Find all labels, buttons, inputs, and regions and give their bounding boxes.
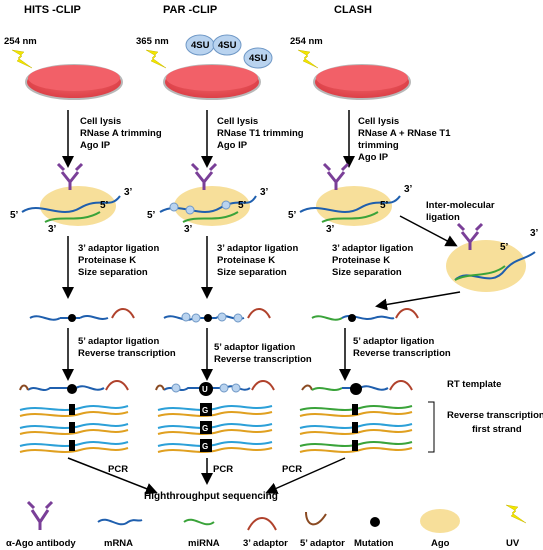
bracket bbox=[428, 401, 435, 453]
mrna-icon bbox=[97, 518, 143, 526]
step-intermolecular: Inter-molecular ligation bbox=[426, 200, 497, 223]
rna-fragment-hits bbox=[29, 308, 135, 322]
antibody-icon bbox=[26, 500, 54, 530]
svg-text:4SU: 4SU bbox=[191, 40, 210, 51]
glyph-u: U bbox=[202, 385, 208, 394]
step-clash-adaptor3: 3’ adaptor ligation Proteinase K Size se… bbox=[332, 243, 416, 278]
rna-fragment-clash bbox=[311, 308, 419, 322]
uv-bolt-icon bbox=[505, 504, 527, 524]
adaptor5-icon bbox=[305, 511, 327, 526]
ago-complex-ligated: 3’ 5’ bbox=[446, 222, 539, 292]
culture-dish-clash bbox=[313, 64, 411, 100]
antibody-icon bbox=[56, 162, 84, 190]
svg-text:Mutation: Mutation bbox=[354, 538, 394, 549]
adaptor3-icon bbox=[247, 517, 277, 531]
rt-block-clash bbox=[299, 380, 413, 453]
ago-complex-clash: 3’ 5’ 3’ 5’ bbox=[288, 162, 413, 235]
svg-text:mRNA: mRNA bbox=[104, 538, 133, 549]
svg-text:miRNA: miRNA bbox=[188, 538, 220, 549]
svg-text:Ago: Ago bbox=[431, 538, 450, 549]
4su-bubble: 4SU bbox=[185, 34, 215, 56]
svg-text:UV: UV bbox=[506, 538, 520, 549]
svg-text:5’: 5’ bbox=[500, 242, 509, 253]
svg-text:G: G bbox=[202, 406, 208, 415]
svg-text:5’ adaptor: 5’ adaptor bbox=[300, 538, 345, 549]
svg-text:G: G bbox=[202, 424, 208, 433]
step-hits-adaptor3: 3’ adaptor ligation Proteinase K Size se… bbox=[78, 243, 162, 278]
uv-label-par: 365 nm bbox=[136, 36, 169, 47]
header-clash: CLASH bbox=[334, 4, 372, 16]
step-hits-lysis: Cell lysis RNase A trimming Ago IP bbox=[80, 116, 164, 151]
rt-first-strand-label: Reverse transcription first strand bbox=[447, 410, 543, 435]
svg-text:5’: 5’ bbox=[100, 200, 109, 211]
ago-icon bbox=[420, 509, 460, 533]
4su-bubble: 4SU bbox=[243, 47, 273, 69]
svg-text:4SU: 4SU bbox=[249, 53, 268, 64]
svg-text:5’: 5’ bbox=[238, 200, 247, 211]
ago-complex-hits: 3’ 5’ 3’ 5’ bbox=[10, 162, 133, 235]
step-par-lysis: Cell lysis RNase T1 trimming Ago IP bbox=[217, 116, 306, 151]
ago-complex-par: 3’ 5’ 3’ 5’ bbox=[147, 162, 269, 235]
svg-text:4SU: 4SU bbox=[218, 40, 237, 51]
mirna-icon bbox=[183, 518, 215, 526]
rt-template-label: RT template bbox=[447, 379, 501, 390]
rna-fragment-par bbox=[163, 308, 271, 323]
svg-text:5’: 5’ bbox=[288, 210, 297, 221]
pcr-label-hits: PCR bbox=[108, 464, 128, 475]
header-par-clip: PAR -CLIP bbox=[163, 4, 217, 16]
uv-bolt-icon bbox=[145, 49, 167, 69]
svg-text:3’: 3’ bbox=[184, 224, 193, 235]
culture-dish-par bbox=[163, 64, 261, 100]
legend: α-Ago antibody mRNA miRNA 3’ adaptor 5’ … bbox=[6, 500, 527, 549]
svg-text:3’: 3’ bbox=[530, 228, 539, 239]
svg-text:G: G bbox=[202, 442, 208, 451]
svg-text:α-Ago antibody: α-Ago antibody bbox=[6, 538, 76, 549]
uv-label-hits: 254 nm bbox=[4, 36, 37, 47]
svg-text:3’: 3’ bbox=[124, 187, 133, 198]
uv-bolt-icon bbox=[297, 49, 319, 69]
step-clash-lysis: Cell lysis RNase A + RNase T1 trimming A… bbox=[358, 116, 453, 163]
step-par-adaptor5: 5’ adaptor ligation Reverse transcriptio… bbox=[214, 342, 312, 365]
svg-text:3’: 3’ bbox=[260, 187, 269, 198]
header-hits-clip: HITS -CLIP bbox=[24, 4, 81, 16]
step-clash-adaptor5: 5’ adaptor ligation Reverse transcriptio… bbox=[353, 336, 451, 359]
sequencing-label: Highthroughput sequencing bbox=[144, 491, 278, 502]
svg-text:5’: 5’ bbox=[380, 200, 389, 211]
rt-block-hits bbox=[19, 380, 129, 453]
uv-label-clash: 254 nm bbox=[290, 36, 323, 47]
pcr-label-clash: PCR bbox=[282, 464, 302, 475]
uv-bolt-icon bbox=[11, 49, 33, 69]
svg-text:3’: 3’ bbox=[326, 224, 335, 235]
pcr-label-par: PCR bbox=[213, 464, 233, 475]
step-par-adaptor3: 3’ adaptor ligation Proteinase K Size se… bbox=[217, 243, 301, 278]
4su-bubble: 4SU bbox=[212, 34, 242, 56]
svg-text:3’ adaptor: 3’ adaptor bbox=[243, 538, 288, 549]
svg-text:5’: 5’ bbox=[147, 210, 156, 221]
svg-text:5’: 5’ bbox=[10, 210, 19, 221]
culture-dish-hits bbox=[25, 64, 123, 100]
svg-text:3’: 3’ bbox=[404, 184, 413, 195]
rt-block-par: U G G G bbox=[155, 380, 275, 453]
step-hits-adaptor5: 5’ adaptor ligation Reverse transcriptio… bbox=[78, 336, 176, 359]
mutation-icon bbox=[370, 517, 380, 527]
svg-text:3’: 3’ bbox=[48, 224, 57, 235]
